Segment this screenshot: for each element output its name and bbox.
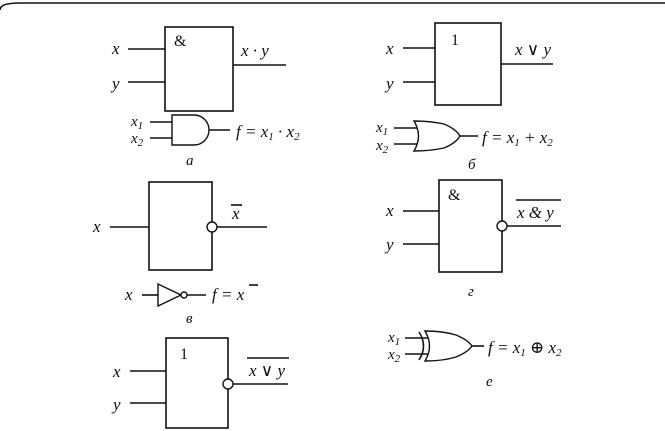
mini-in1-label: x1 xyxy=(130,114,143,132)
nand-gate-box xyxy=(438,179,503,273)
not-gate-box xyxy=(148,181,213,271)
panel-v-not-gate: x x x f = x в xyxy=(92,181,267,327)
input-x-label: x xyxy=(385,39,394,58)
mini-bubble xyxy=(180,291,188,299)
or-formula: f = x1 + x2 xyxy=(482,128,553,149)
input-x-label: x xyxy=(385,201,394,220)
panel-g-nand-gate: & x y x & y г xyxy=(384,179,561,300)
mini-in2-label: x2 xyxy=(130,131,144,149)
input-y-label: y xyxy=(111,395,121,414)
not-formula: f = x xyxy=(212,285,245,304)
input-y-label: y xyxy=(110,74,120,93)
nor-gate-box xyxy=(165,337,229,429)
mini-in1-label: x1 xyxy=(375,120,388,138)
xor-back-curve xyxy=(418,331,425,361)
caption-g: г xyxy=(468,284,474,300)
input-y-label: y xyxy=(384,74,394,93)
panel-d-nor-gate: 1 x y x ∨ y xyxy=(111,337,289,429)
caption-a: а xyxy=(186,153,194,169)
output-label: x ∨ y xyxy=(514,40,551,59)
panel-e-xor-gate: x1 x2 f = x1 ⊕ x2 е xyxy=(387,330,562,390)
and-formula: f = x1 · x2 xyxy=(236,122,300,143)
not-gate-icon xyxy=(157,282,183,308)
panel-a-and-gate: & x y x · y x1 x2 f = x1 · x2 а xyxy=(110,26,300,169)
caption-v: в xyxy=(186,311,193,327)
output-label: x & y xyxy=(516,203,554,222)
and-gate-box xyxy=(164,26,234,112)
and-gate-icon xyxy=(171,114,210,146)
mini-in-label: x xyxy=(124,285,133,304)
mini-in1-label: x1 xyxy=(387,330,400,348)
xor-formula: f = x1 ⊕ x2 xyxy=(488,338,562,359)
panel-b-or-gate: 1 x y x ∨ y x1 x2 f = x1 + x2 б xyxy=(375,22,553,173)
inversion-bubble xyxy=(496,220,508,232)
or-gate-icon xyxy=(412,120,461,152)
caption-b: б xyxy=(468,157,476,173)
input-y-label: y xyxy=(384,235,394,254)
and-symbol: & xyxy=(174,33,187,50)
or-gate-box xyxy=(434,22,502,106)
inversion-bubble xyxy=(206,221,218,233)
output-label: x · y xyxy=(240,41,269,60)
xor-gate-icon xyxy=(423,330,473,362)
input-x-label: x xyxy=(112,362,121,381)
and-symbol: & xyxy=(448,187,461,204)
page-edge-line xyxy=(0,2,665,11)
caption-e: е xyxy=(486,374,493,390)
inversion-bubble xyxy=(222,378,234,390)
or-symbol: 1 xyxy=(451,32,459,49)
output-label: x xyxy=(231,204,240,223)
input-x-label: x xyxy=(111,39,120,58)
mini-in2-label: x2 xyxy=(375,138,389,156)
mini-in2-label: x2 xyxy=(387,347,401,365)
input-x-label: x xyxy=(92,217,101,236)
or-symbol: 1 xyxy=(180,346,188,363)
output-label: x ∨ y xyxy=(248,361,285,380)
